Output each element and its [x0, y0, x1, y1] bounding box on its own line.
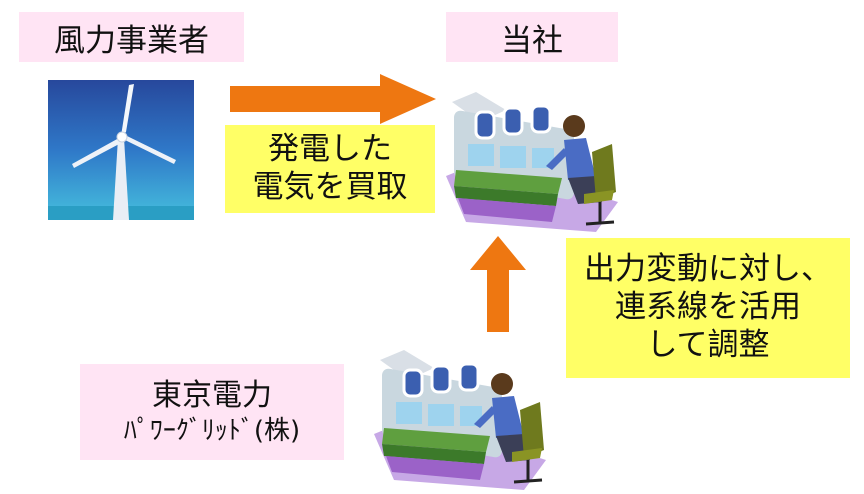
- company-text: 当社: [501, 22, 563, 59]
- control-room-operator-icon-bottom: [372, 340, 548, 490]
- adjust-note: 出力変動に対し、 連系線を活用 して調整: [566, 238, 850, 378]
- purchase-note-line-1: 発電した: [268, 131, 392, 168]
- wind-operator-label: 風力事業者: [19, 12, 244, 62]
- adjust-note-line-3: して調整: [646, 326, 770, 363]
- tepco-line-2: ﾊﾟﾜｰｸﾞﾘｯﾄﾞ(株): [123, 415, 301, 446]
- purchase-arrow: [230, 74, 440, 124]
- purchase-note: 発電した 電気を買取: [225, 125, 435, 213]
- purchase-note-line-2: 電気を買取: [252, 169, 408, 205]
- tepco-line-1: 東京電力: [152, 378, 272, 413]
- control-room-operator-icon: [446, 82, 618, 232]
- adjust-note-line-1: 出力変動に対し、: [584, 251, 832, 288]
- company-label: 当社: [446, 12, 618, 62]
- support-arrow: [468, 236, 528, 332]
- wind-turbine-icon: [48, 80, 194, 220]
- tepco-label: 東京電力 ﾊﾟﾜｰｸﾞﾘｯﾄﾞ(株): [80, 364, 344, 460]
- wind-operator-text: 風力事業者: [54, 22, 209, 59]
- adjust-note-line-2: 連系線を活用: [615, 289, 801, 326]
